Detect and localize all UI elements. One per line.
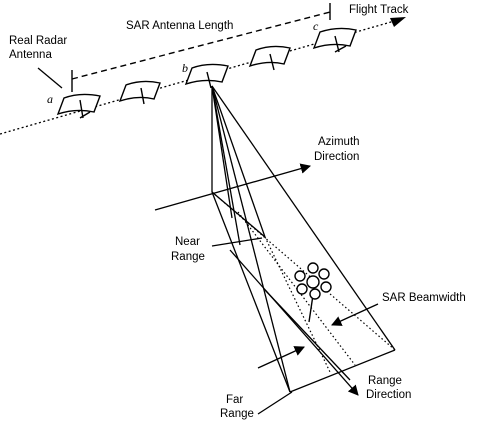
antenna-length-line xyxy=(71,11,331,80)
antenna-a xyxy=(56,93,101,119)
footprint-left-edge xyxy=(211,191,291,393)
footprint-near-edge xyxy=(211,191,266,238)
azimuth-axis xyxy=(154,163,312,211)
far-range-label-1: Far xyxy=(226,394,243,406)
far-range-label-2: Range xyxy=(220,408,254,420)
position-a-label: a xyxy=(47,92,53,106)
beam-lines xyxy=(211,85,396,393)
position-c-label: c xyxy=(313,19,319,33)
flight-track-arrowhead xyxy=(390,17,406,27)
antenna-2 xyxy=(118,80,161,105)
dotted-beam-2 xyxy=(264,236,331,373)
near-range-label-2: Range xyxy=(171,251,205,263)
near-range-line xyxy=(211,237,263,247)
range-direction-label-1: Range xyxy=(368,375,402,387)
antenna-b xyxy=(184,63,229,89)
beamwidth-arrow-upper xyxy=(331,303,379,326)
real-radar-label-2: Antenna xyxy=(9,49,52,61)
far-range-line xyxy=(257,391,293,415)
position-b-label: b xyxy=(182,61,188,75)
sar-beamwidth-label: SAR Beamwidth xyxy=(382,292,466,304)
azimuth-label-2: Direction xyxy=(314,151,359,163)
real-radar-label-1: Real Radar xyxy=(9,35,67,47)
azimuth-label-1: Azimuth xyxy=(318,136,360,148)
range-direction-label-2: Direction xyxy=(366,389,411,401)
flight-track-label: Flight Track xyxy=(349,4,409,16)
target-icon xyxy=(294,262,332,323)
real-radar-pointer xyxy=(37,67,63,89)
beamwidth-arrow-lower xyxy=(257,346,305,369)
antenna-c xyxy=(312,27,357,53)
range-direction-axis xyxy=(229,249,359,396)
sar-antenna-length-label: SAR Antenna Length xyxy=(126,20,233,32)
footprint-far-edge xyxy=(289,349,396,393)
near-range-label-1: Near xyxy=(175,236,200,248)
dotted-beam-1 xyxy=(211,191,396,351)
lower-cross-line xyxy=(264,289,351,381)
antenna-4 xyxy=(248,45,291,71)
